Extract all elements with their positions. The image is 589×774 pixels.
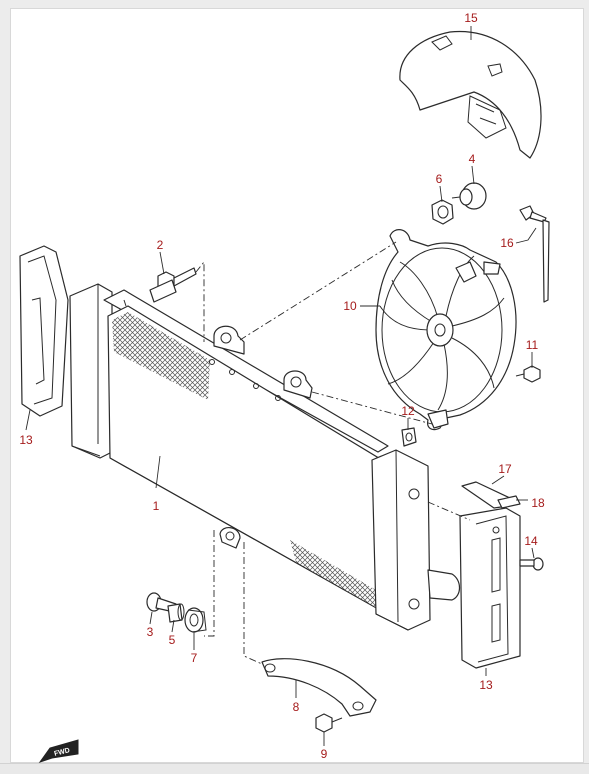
horizontal-scrollbar[interactable] (0, 763, 589, 774)
part-6-fan-nut (431, 199, 454, 225)
fwd-direction-marker: FWD (38, 739, 79, 763)
part-10-cooling-fan (375, 229, 517, 431)
part-12-clip-nut (401, 427, 417, 447)
leader-lines (25, 26, 537, 746)
callout-5[interactable]: 5 (169, 633, 176, 647)
callout-17[interactable]: 17 (498, 462, 512, 476)
callout-18[interactable]: 18 (531, 496, 545, 510)
part-4-motor-cap (451, 182, 487, 210)
callout-10[interactable]: 10 (343, 299, 357, 313)
callout-14[interactable]: 14 (524, 534, 538, 548)
callout-8[interactable]: 8 (293, 700, 300, 714)
callout-4[interactable]: 4 (469, 152, 476, 166)
callout-7[interactable]: 7 (191, 651, 198, 665)
callout-13-right[interactable]: 13 (479, 678, 493, 692)
callout-1[interactable]: 1 (153, 499, 160, 513)
callout-9[interactable]: 9 (321, 747, 328, 761)
part-8-lower-bracket (261, 658, 377, 717)
callout-11[interactable]: 11 (526, 338, 539, 352)
fwd-label: FWD (54, 747, 71, 758)
part-13-right-side-cover (459, 507, 521, 669)
part-15-fan-shroud-cover (399, 30, 542, 159)
callout-15[interactable]: 15 (464, 11, 478, 25)
part-14-cover-screw (519, 557, 544, 571)
part-16-cable-tie (519, 205, 550, 303)
callout-12[interactable]: 12 (401, 404, 415, 418)
part-5-collar (167, 603, 185, 623)
callout-2[interactable]: 2 (157, 238, 164, 252)
part-18-spacer (497, 495, 521, 509)
part-9-bracket-bolt (315, 713, 343, 733)
part-13-left-side-cover (19, 245, 69, 417)
callout-3[interactable]: 3 (147, 625, 154, 639)
callout-13-left[interactable]: 13 (19, 433, 33, 447)
callout-16[interactable]: 16 (500, 236, 514, 250)
part-7-grommet (184, 607, 207, 633)
callout-labels: 15 4 6 16 10 11 12 2 13 1 17 18 14 13 3 … (19, 11, 545, 761)
part-11-fan-bolt (515, 365, 541, 383)
callout-6[interactable]: 6 (436, 172, 443, 186)
part-1-radiator (69, 279, 461, 631)
